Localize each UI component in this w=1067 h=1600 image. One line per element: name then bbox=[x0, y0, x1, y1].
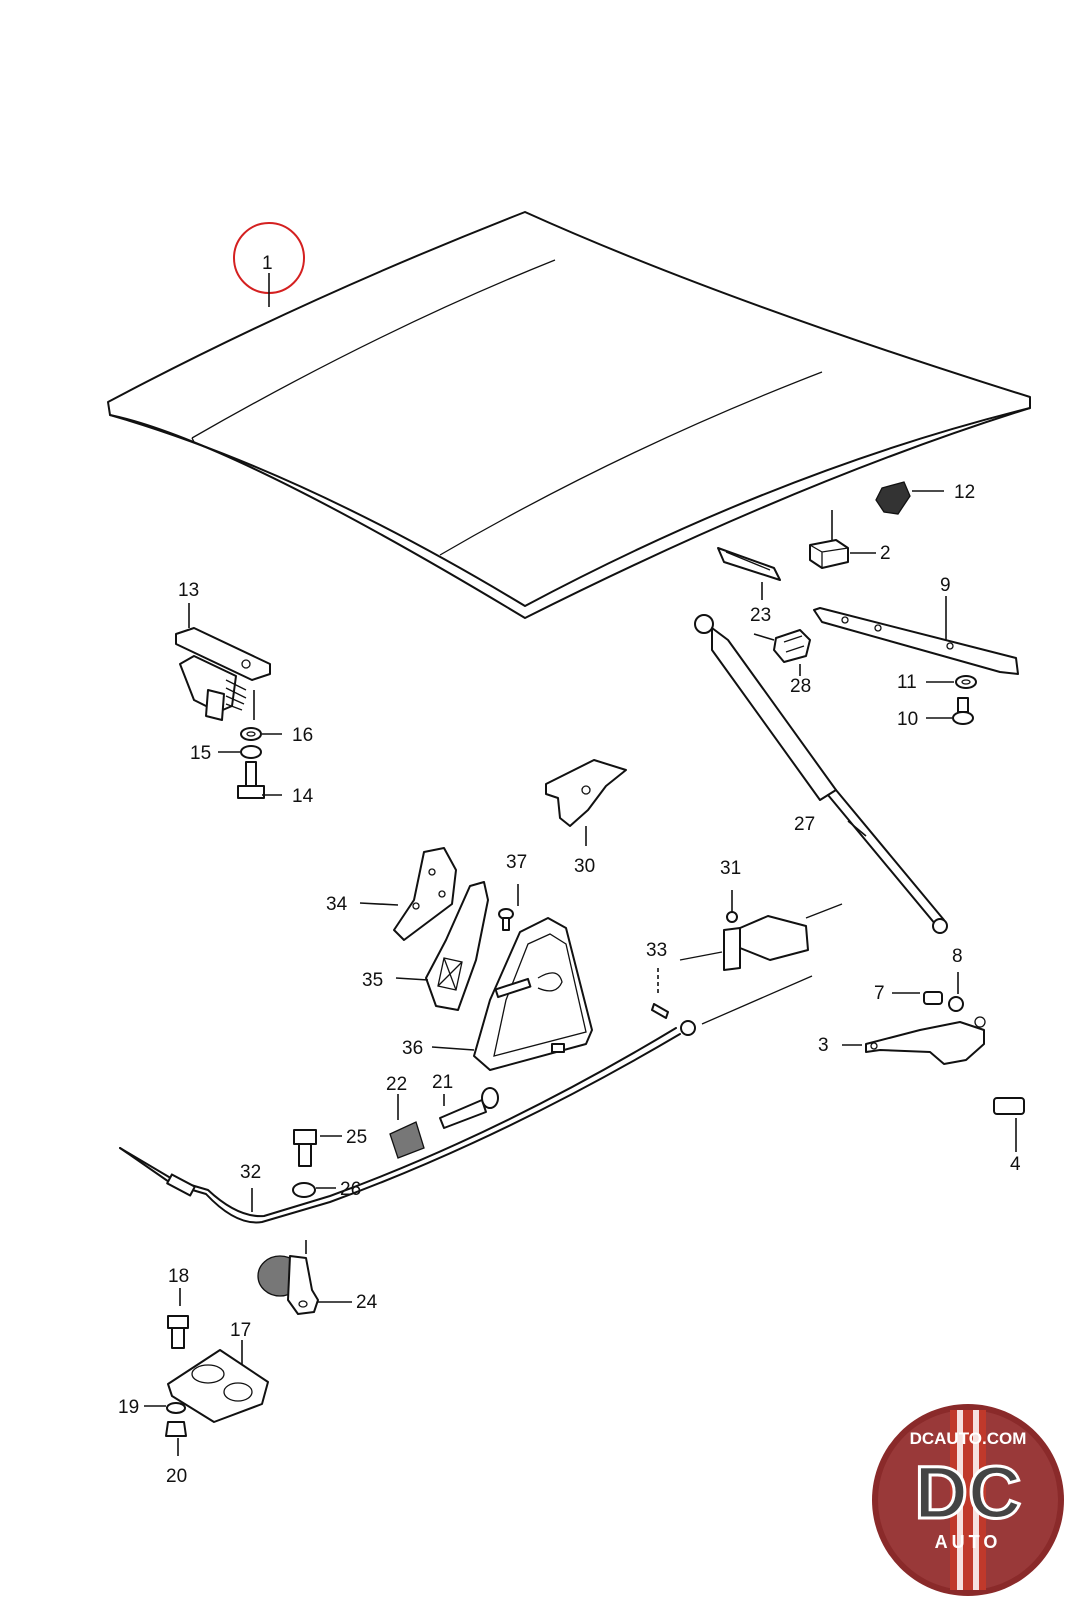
callout-7: 7 bbox=[874, 983, 885, 1004]
logo-stripe bbox=[950, 1410, 986, 1590]
part-16-washer bbox=[240, 727, 282, 741]
callout-23: 23 bbox=[750, 605, 771, 626]
hood-panel bbox=[107, 211, 1031, 619]
callout-33: 33 bbox=[646, 940, 667, 961]
callout-13: 13 bbox=[178, 580, 199, 601]
callout-30: 30 bbox=[574, 856, 595, 877]
part-18-bolt bbox=[167, 1288, 189, 1349]
part-10-screw bbox=[926, 697, 974, 725]
callout-28: 28 bbox=[790, 676, 811, 697]
dcauto-logo: DCAUTO.COM DC AUTO bbox=[872, 1404, 1064, 1596]
part-35-hinge-arm bbox=[395, 881, 489, 1011]
callout-32: 32 bbox=[240, 1162, 261, 1183]
part-4-bolt bbox=[993, 1097, 1025, 1152]
part-17-lock-plate bbox=[167, 1340, 269, 1423]
logo-sub: AUTO bbox=[935, 1532, 1002, 1552]
callout-15: 15 bbox=[190, 743, 211, 764]
part-31-cable-guide bbox=[679, 890, 843, 971]
part-27-gas-strut bbox=[694, 614, 948, 934]
logo-letters: DC bbox=[915, 1451, 1022, 1534]
part-33-pin bbox=[651, 968, 669, 1019]
part-12-clip bbox=[875, 481, 944, 515]
callout-14: 14 bbox=[292, 786, 314, 807]
callout-4: 4 bbox=[1010, 1154, 1021, 1175]
callout-35: 35 bbox=[362, 970, 383, 991]
part-25-bolt bbox=[293, 1129, 342, 1167]
part-26-washer bbox=[292, 1182, 336, 1198]
callout-37: 37 bbox=[506, 852, 527, 873]
part-15-lock-washer bbox=[218, 745, 262, 759]
part-36-hinge-cover bbox=[431, 917, 593, 1071]
callout-26: 26 bbox=[340, 1179, 361, 1200]
part-9-bracket bbox=[813, 596, 1019, 675]
callout-16: 16 bbox=[292, 725, 313, 746]
callout-2: 2 bbox=[880, 543, 891, 564]
part-30-bracket bbox=[545, 759, 627, 846]
callout-3: 3 bbox=[818, 1035, 829, 1056]
part-22-bushing bbox=[389, 1094, 425, 1159]
callout-10: 10 bbox=[897, 709, 918, 730]
callout-9: 9 bbox=[940, 575, 951, 596]
part-3-hinge-bracket bbox=[842, 1016, 986, 1065]
callout-1: 1 bbox=[262, 253, 273, 274]
part-37-screw bbox=[498, 884, 519, 931]
part-23-seal bbox=[717, 547, 781, 600]
callout-34: 34 bbox=[326, 894, 348, 915]
part-7-bolt bbox=[892, 991, 943, 1005]
callout-labels: 1 2 3 4 7 8 9 10 11 12 13 14 15 16 17 18… bbox=[118, 253, 1021, 1487]
callout-8: 8 bbox=[952, 946, 963, 967]
callout-18: 18 bbox=[168, 1266, 189, 1287]
callout-22: 22 bbox=[386, 1074, 407, 1095]
part-13-latch bbox=[175, 603, 271, 721]
part-34-hinge-plate bbox=[359, 847, 457, 941]
logo-site: DCAUTO.COM bbox=[910, 1429, 1027, 1448]
callout-25: 25 bbox=[346, 1127, 367, 1148]
part-8-washer bbox=[948, 972, 964, 1012]
part-32-release-cable bbox=[119, 975, 813, 1224]
part-24-cable-clamp bbox=[257, 1240, 352, 1315]
callout-11: 11 bbox=[897, 672, 917, 693]
part-20-nut bbox=[165, 1421, 187, 1456]
part-21-pin bbox=[439, 1087, 499, 1129]
callout-31: 31 bbox=[720, 858, 741, 879]
callout-24: 24 bbox=[356, 1292, 378, 1313]
callout-19: 19 bbox=[118, 1397, 139, 1418]
part-2-buffer bbox=[809, 510, 876, 569]
callout-20: 20 bbox=[166, 1466, 187, 1487]
callout-17: 17 bbox=[230, 1320, 251, 1341]
part-19-washer bbox=[144, 1402, 186, 1414]
callout-27: 27 bbox=[794, 814, 815, 835]
part-28-clip bbox=[753, 629, 811, 676]
callout-12: 12 bbox=[954, 482, 975, 503]
part-14-bolt bbox=[237, 761, 282, 799]
callout-36: 36 bbox=[402, 1038, 423, 1059]
part-11-washer bbox=[926, 675, 977, 689]
callout-21: 21 bbox=[432, 1072, 453, 1093]
